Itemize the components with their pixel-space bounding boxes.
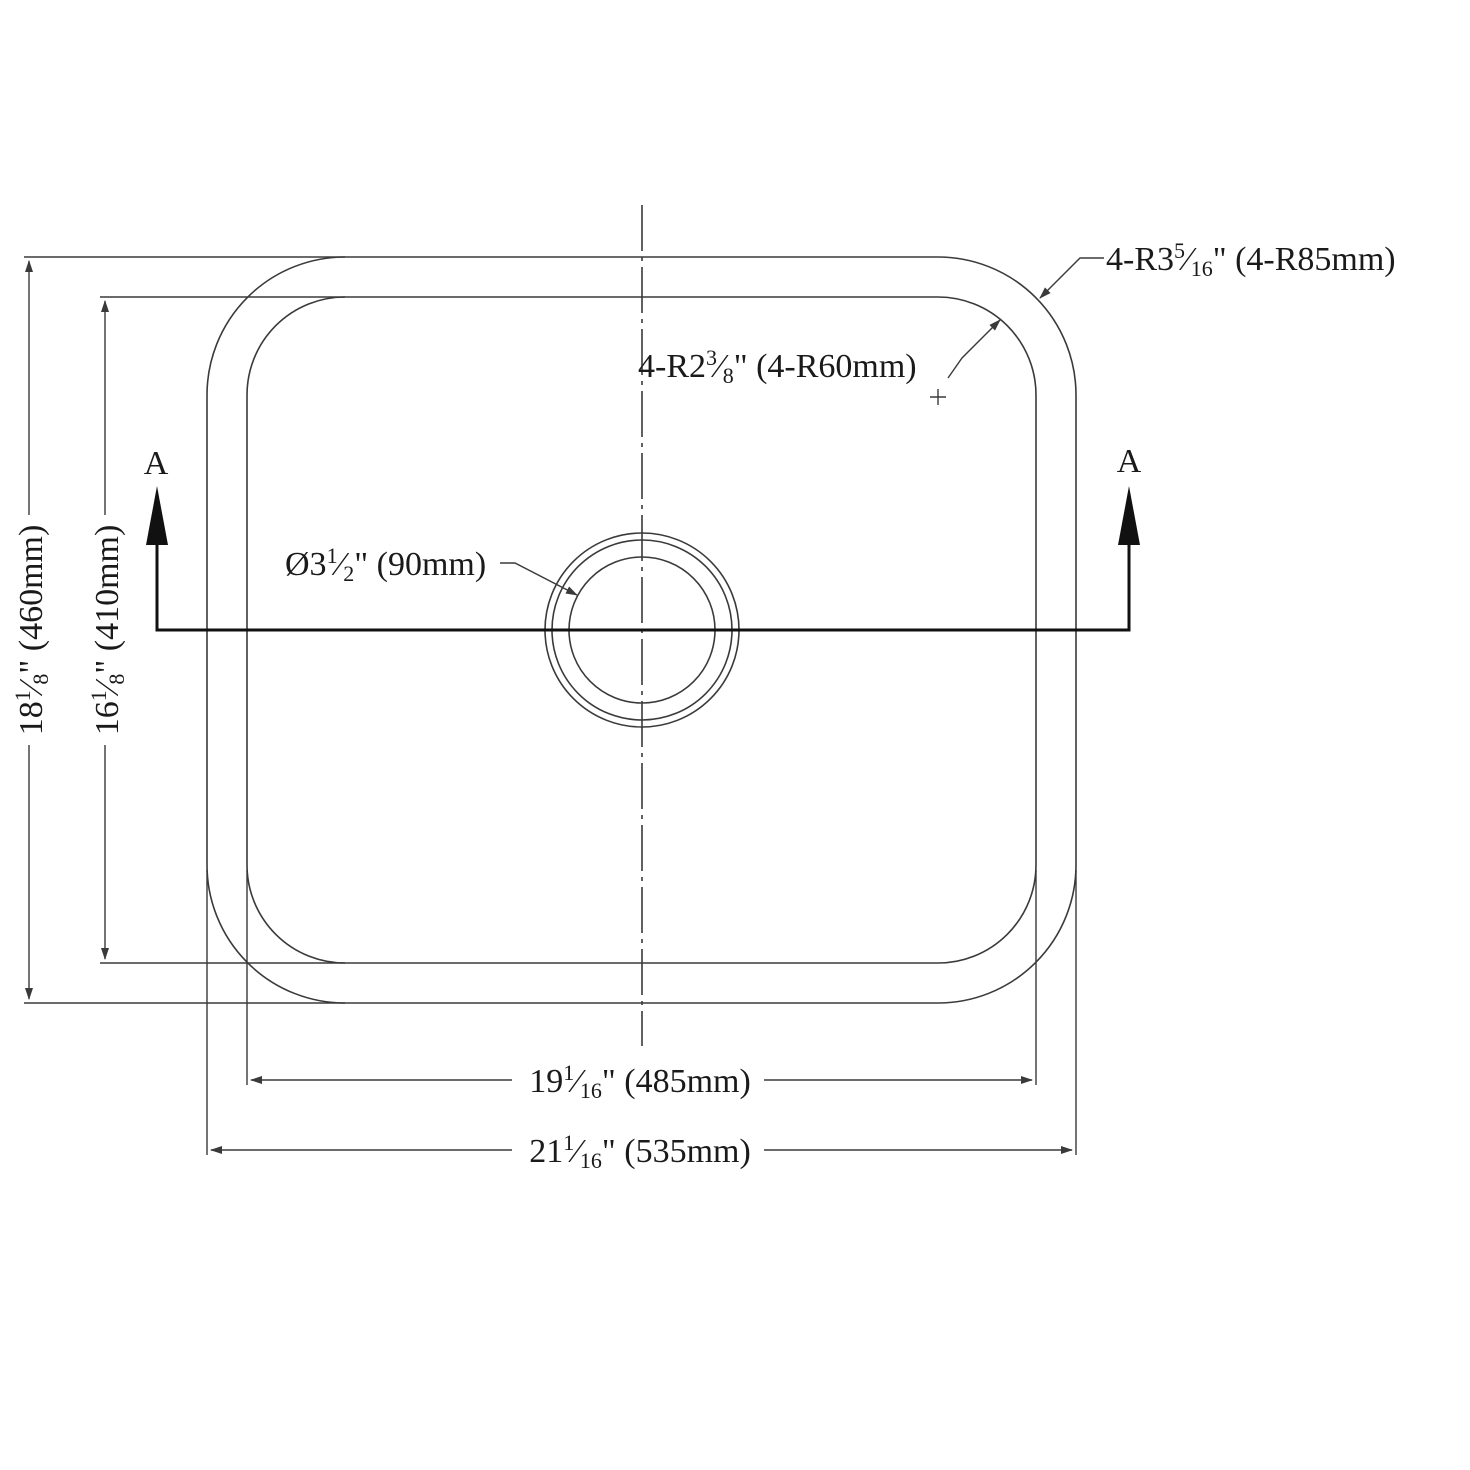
inner-radius-label: 4-R23⁄8" (4-R60mm) [638, 345, 917, 388]
section-label-left: A [144, 445, 169, 482]
outer-width-label: 211⁄16" (535mm) [529, 1130, 751, 1173]
inner-height-label: 161⁄8" (410mm) [86, 525, 129, 736]
leader-outer-radius [1039, 257, 1104, 299]
section-label-right: A [1117, 443, 1142, 480]
section-arrow-left [146, 486, 168, 545]
drain-diameter-label: Ø31⁄2" (90mm) [285, 543, 486, 586]
leader-drain [500, 562, 578, 596]
radius-center-mark [930, 389, 946, 405]
section-arrow-right [1118, 486, 1140, 545]
outer-height-label: 181⁄8" (460mm) [10, 525, 53, 736]
section-cut-line [155, 545, 1131, 632]
leader-inner-radius [947, 319, 1001, 379]
outer-radius-label: 4-R35⁄16" (4-R85mm) [1106, 238, 1396, 281]
inner-width-label: 191⁄16" (485mm) [529, 1060, 751, 1103]
